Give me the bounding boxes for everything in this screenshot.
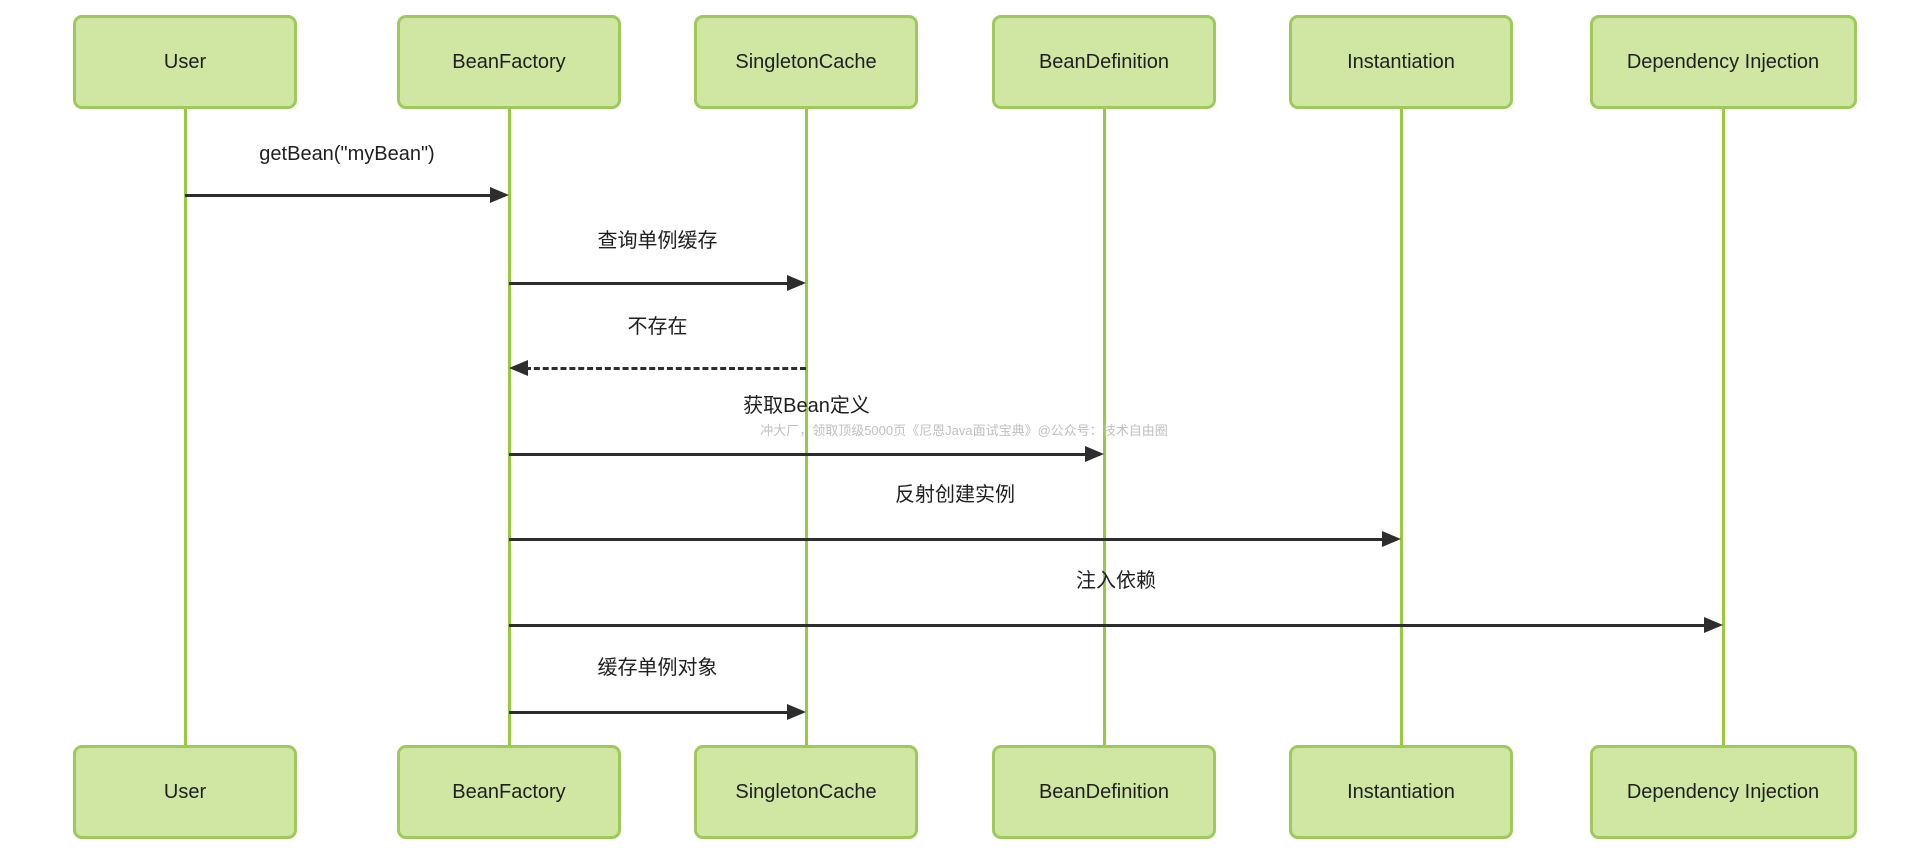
- message-line-4: [509, 452, 1100, 456]
- participant-box-top-beanfactory: BeanFactory: [397, 15, 621, 109]
- participant-label: Instantiation: [1347, 50, 1455, 73]
- message-label-2: 查询单例缓存: [597, 230, 718, 252]
- participant-label: Dependency Injection: [1626, 50, 1820, 73]
- participant-label: User: [163, 50, 207, 73]
- lifeline-singletoncache: [804, 109, 808, 745]
- message-line-6: [509, 623, 1719, 627]
- participant-box-top-beandefinition: BeanDefinition: [992, 15, 1216, 109]
- message-line-5: [509, 537, 1397, 541]
- participant-box-bottom-dependency-injection: Dependency Injection: [1589, 745, 1857, 839]
- participant-box-top-user: User: [73, 15, 297, 109]
- participant-label: BeanFactory: [452, 50, 566, 73]
- participant-label: SingletonCache: [735, 780, 877, 803]
- message-label-6: 注入依赖: [1076, 570, 1156, 592]
- message-line-7: [509, 710, 802, 714]
- participant-label: SingletonCache: [735, 50, 877, 73]
- message-label-4: 获取Bean定义: [743, 395, 870, 417]
- message-line-1: [185, 193, 505, 197]
- participant-label: BeanDefinition: [1038, 50, 1170, 73]
- participant-label: BeanDefinition: [1038, 780, 1170, 803]
- participant-box-bottom-beanfactory: BeanFactory: [397, 745, 621, 839]
- participant-box-bottom-instantiation: Instantiation: [1289, 745, 1513, 839]
- participant-label: User: [163, 780, 207, 803]
- message-label-5: 反射创建实例: [895, 484, 1015, 506]
- message-arrowhead-3: [509, 360, 528, 376]
- message-line-2: [509, 281, 802, 285]
- participant-box-top-singletoncache: SingletonCache: [694, 15, 918, 109]
- lifeline-dependency-injection: [1721, 109, 1725, 745]
- participant-box-bottom-beandefinition: BeanDefinition: [992, 745, 1216, 839]
- participant-box-top-instantiation: Instantiation: [1289, 15, 1513, 109]
- message-label-3: 不存在: [627, 316, 688, 338]
- message-line-3: [525, 366, 806, 370]
- lifeline-beanfactory: [507, 109, 511, 745]
- watermark-text: 冲大厂，领取顶级5000页《尼恩Java面试宝典》@公众号：技术自由圈: [760, 423, 1168, 438]
- participant-label: Dependency Injection: [1626, 780, 1820, 803]
- lifeline-beandefinition: [1102, 109, 1106, 745]
- message-arrowhead-6: [1704, 617, 1723, 633]
- participant-box-bottom-singletoncache: SingletonCache: [694, 745, 918, 839]
- participant-label: Instantiation: [1347, 780, 1455, 803]
- message-arrowhead-4: [1085, 446, 1104, 462]
- participant-box-bottom-user: User: [73, 745, 297, 839]
- lifeline-user: [183, 109, 187, 745]
- participant-box-top-dependency-injection: Dependency Injection: [1589, 15, 1857, 109]
- lifeline-instantiation: [1399, 109, 1403, 745]
- message-label-7: 缓存单例对象: [597, 657, 718, 679]
- participant-label: BeanFactory: [452, 780, 566, 803]
- message-label-1: getBean("myBean"): [259, 143, 435, 165]
- message-arrowhead-2: [787, 275, 806, 291]
- message-arrowhead-7: [787, 704, 806, 720]
- message-arrowhead-5: [1382, 531, 1401, 547]
- message-arrowhead-1: [490, 187, 509, 203]
